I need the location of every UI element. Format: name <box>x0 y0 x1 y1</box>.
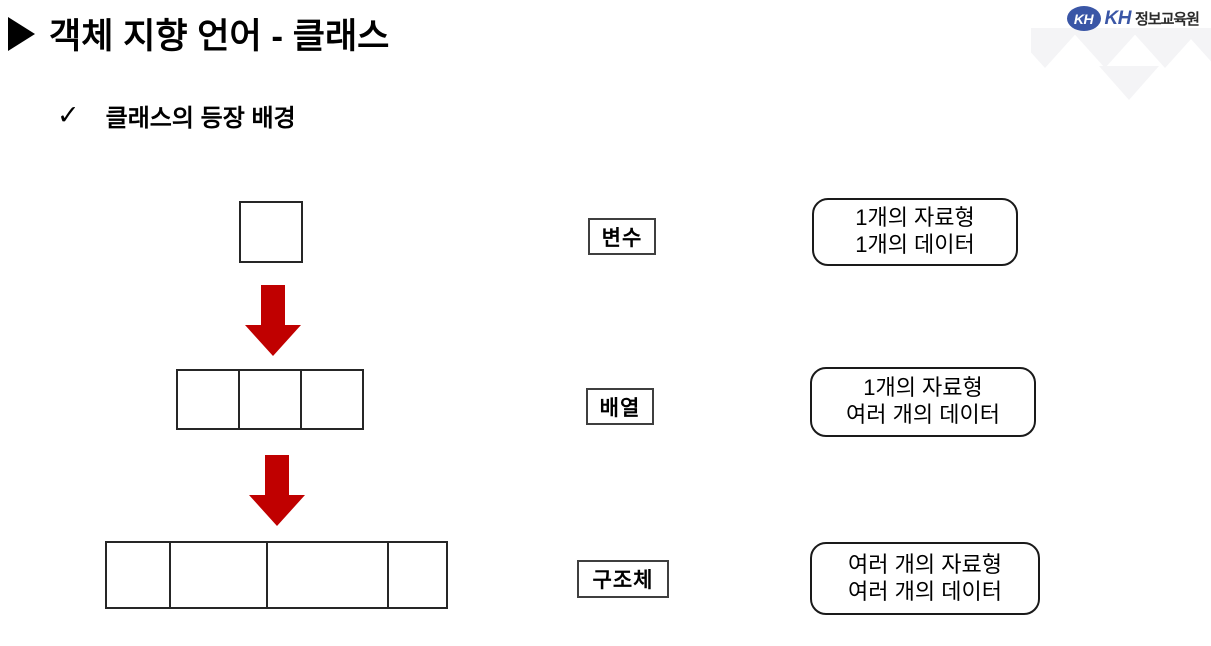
triangle-right-icon <box>8 16 35 51</box>
watermark-triangles <box>1031 28 1211 106</box>
tag-struct: 구조체 <box>577 560 669 598</box>
struct-cells <box>105 541 448 609</box>
callout-line: 여러 개의 데이터 <box>846 402 1000 427</box>
callout-line: 여러 개의 데이터 <box>848 578 1002 604</box>
watermark-triangle-icon <box>1099 66 1159 100</box>
callout-line: 여러 개의 자료형 <box>848 551 1002 577</box>
logo-brand-name: 정보교육원 <box>1134 11 1200 28</box>
check-icon: ✓ <box>57 100 80 130</box>
struct-cell <box>266 541 389 609</box>
variable-cell <box>239 201 303 263</box>
watermark-triangle-icon <box>1069 28 1141 68</box>
slide-title: 객체 지향 언어 - 클래스 <box>8 8 389 59</box>
watermark-triangle-icon <box>1181 28 1211 68</box>
arrow-down-icon <box>245 285 301 356</box>
subtitle-label: 클래스의 등장 배경 <box>105 105 296 132</box>
kh-badge-icon: KH <box>1066 6 1101 31</box>
callout-line: 1개의 자료형 <box>863 375 983 401</box>
array-cell <box>176 369 240 430</box>
slide-subtitle: ✓ 클래스의 등장 배경 <box>57 98 296 133</box>
watermark-triangle-icon <box>1031 28 1081 68</box>
kh-logo: KH KH 정보교육원 <box>1066 6 1200 31</box>
callout-variable: 1개의 자료형 1개의 데이터 <box>812 198 1018 266</box>
array-cell <box>300 369 364 430</box>
tag-variable: 변수 <box>588 218 656 255</box>
callout-struct: 여러 개의 자료형 여러 개의 데이터 <box>810 542 1040 615</box>
struct-cell <box>387 541 448 609</box>
struct-cell <box>105 541 171 609</box>
struct-cell <box>169 541 268 609</box>
callout-line: 1개의 자료형 <box>855 205 975 231</box>
page-title: 객체 지향 언어 - 클래스 <box>49 17 390 56</box>
watermark-triangle-icon <box>1129 28 1201 68</box>
array-cells <box>176 369 364 430</box>
array-cell <box>238 369 302 430</box>
logo-brand-abbr: KH <box>1104 7 1132 29</box>
arrow-down-icon <box>249 455 305 526</box>
callout-array: 1개의 자료형 여러 개의 데이터 <box>810 367 1036 437</box>
tag-array: 배열 <box>586 388 654 425</box>
callout-line: 1개의 데이터 <box>855 232 975 257</box>
